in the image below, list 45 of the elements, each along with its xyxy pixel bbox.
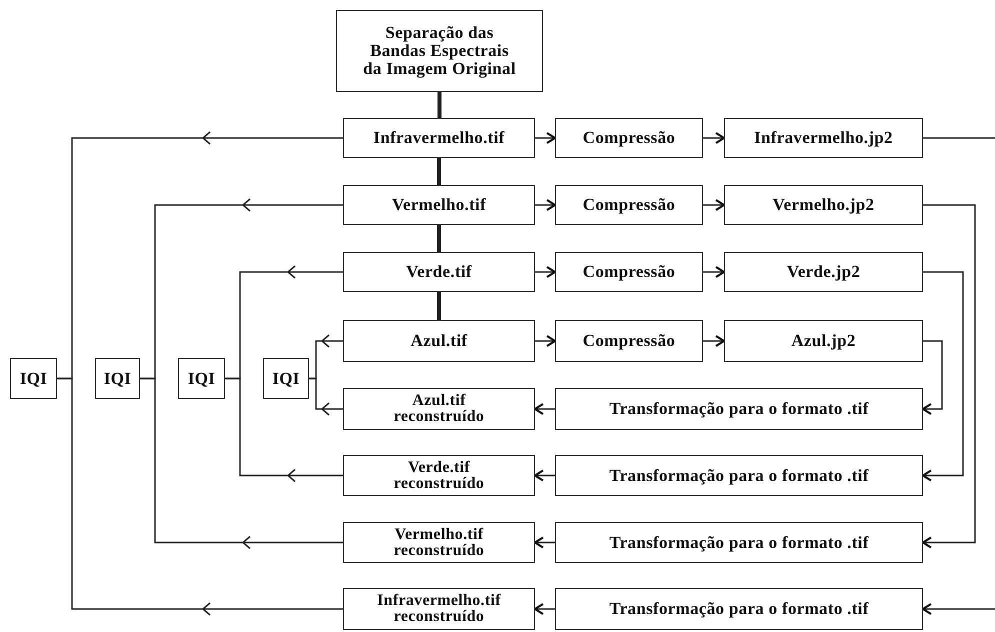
process-box: Vermelho.tif xyxy=(343,185,535,225)
process-box: Transformação para o formato .tif xyxy=(555,588,923,630)
arrow xyxy=(534,536,555,549)
process-box: Compressão xyxy=(555,320,703,362)
process-box: IQI xyxy=(95,358,140,399)
process-box: Azul.tif xyxy=(343,320,535,362)
process-box: Azul.jp2 xyxy=(724,320,923,362)
arrow xyxy=(535,132,556,144)
process-box: Compressão xyxy=(555,118,703,158)
process-box: Infravermelho.tif reconstruído xyxy=(343,588,535,630)
process-box: Vermelho.tif reconstruído xyxy=(343,522,535,563)
arrow xyxy=(139,378,344,550)
arrow xyxy=(703,198,726,212)
arrow xyxy=(922,340,943,416)
arrow xyxy=(922,204,976,549)
arrow xyxy=(534,469,555,482)
process-box: Verde.tif xyxy=(343,252,535,292)
process-box: Transformação para o formato .tif xyxy=(555,455,923,496)
process-box: IQI xyxy=(10,358,57,399)
arrow xyxy=(703,266,726,278)
process-box: IQI xyxy=(263,358,309,399)
arrow xyxy=(922,271,964,482)
arrow xyxy=(703,334,726,348)
process-box: Azul.tif reconstruído xyxy=(343,388,535,430)
process-box: Infravermelho.jp2 xyxy=(724,118,923,158)
arrow xyxy=(534,402,555,416)
arrow xyxy=(535,334,556,348)
arrow xyxy=(535,266,556,278)
arrow xyxy=(535,198,556,212)
process-box: Vermelho.jp2 xyxy=(724,185,923,225)
process-box: Compressão xyxy=(555,252,703,292)
process-box: IQI xyxy=(178,358,225,399)
process-box: Compressão xyxy=(555,185,703,225)
arrow xyxy=(534,602,555,616)
process-box: Transformação para o formato .tif xyxy=(555,388,923,430)
arrow xyxy=(56,378,344,616)
arrow xyxy=(224,378,344,482)
arrow xyxy=(703,132,726,144)
process-box: Infravermelho.tif xyxy=(343,118,535,158)
process-box: Verde.tif reconstruído xyxy=(343,455,535,496)
process-box: Separação das Bandas Espectrais da Imagem Original xyxy=(336,10,543,92)
arrow xyxy=(308,378,344,416)
process-box: Verde.jp2 xyxy=(724,252,923,292)
arrow xyxy=(922,602,995,616)
process-box: Transformação para o formato .tif xyxy=(555,522,923,563)
